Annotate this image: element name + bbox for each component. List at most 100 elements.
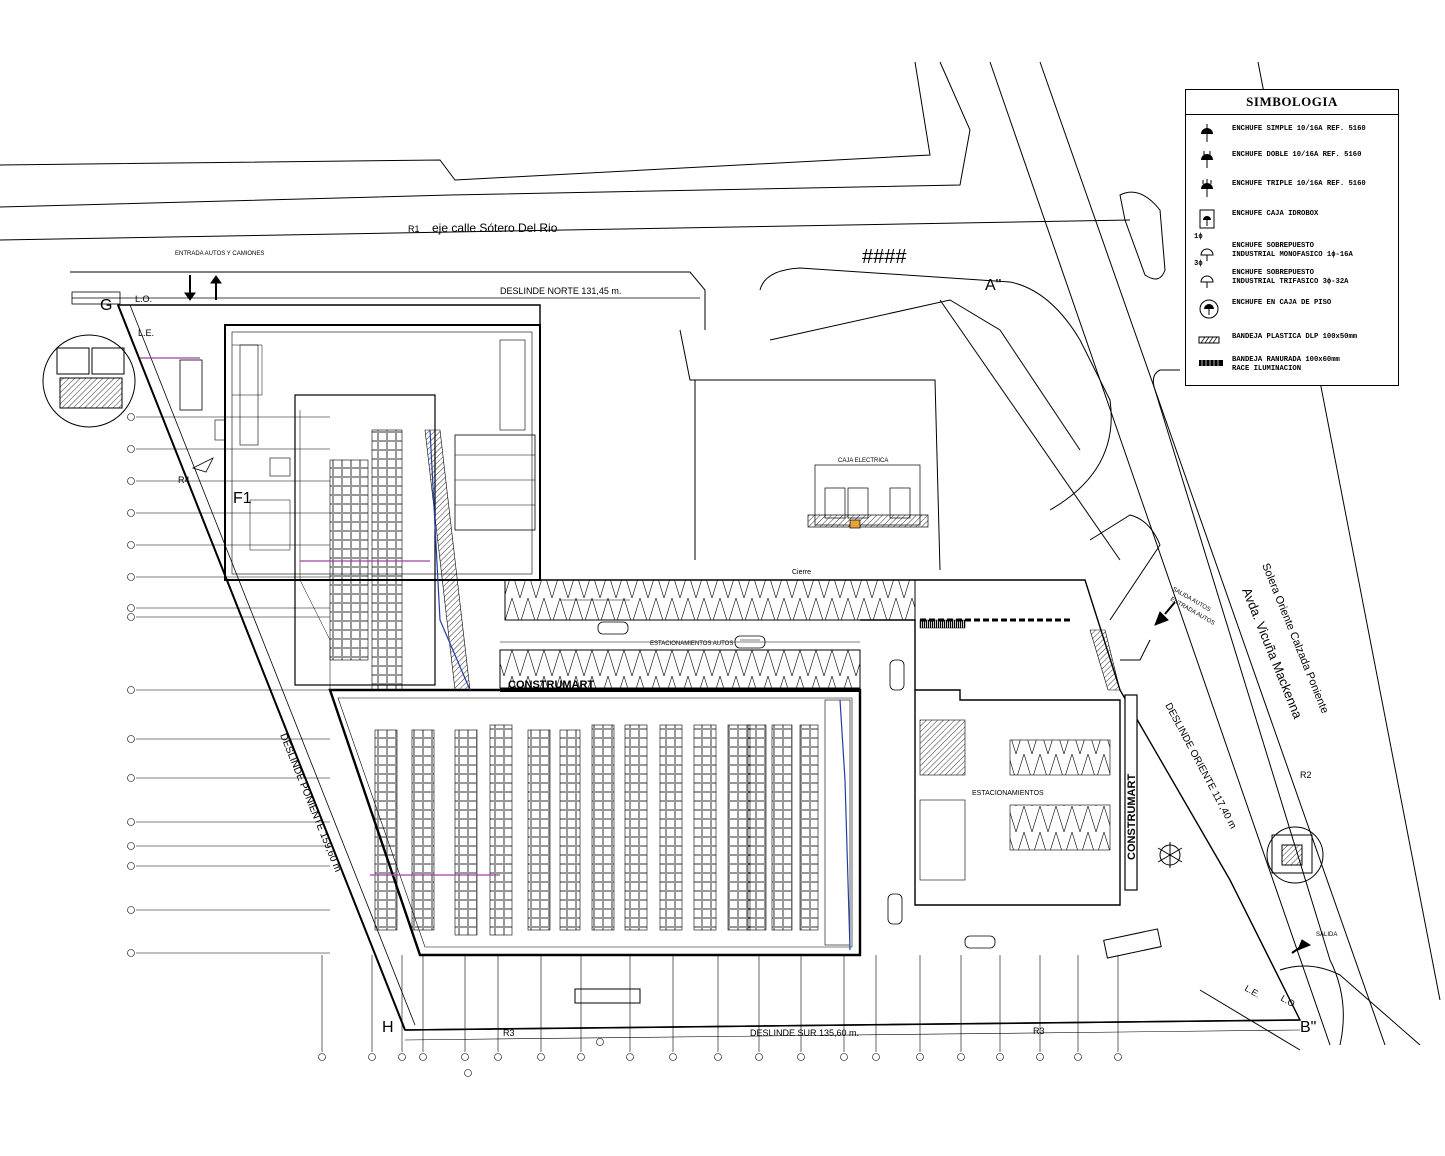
grid-bubble	[419, 1053, 427, 1061]
detail-callouts	[42, 334, 1324, 884]
legend-item: ENCHUFE CAJA IDROBOX	[1192, 207, 1397, 231]
legend-item-line: ENCHUFE DOBLE 10/16A REF. 5160	[1232, 151, 1362, 159]
legend-item: ENCHUFE DOBLE 10/16A REF. 5160	[1192, 148, 1397, 172]
grid-bubble	[916, 1053, 924, 1061]
marker-f1: F1	[233, 490, 252, 507]
grid-bubble	[1036, 1053, 1044, 1061]
north-building	[179, 324, 541, 691]
legend-item-label: ENCHUFE SIMPLE 10/16A REF. 5160	[1232, 125, 1366, 134]
caja-electrica-label: CAJA ELECTRICA	[838, 458, 888, 464]
slotted-tray-icon	[1198, 355, 1223, 375]
north-boundary-label: DESLINDE NORTE 131,45 m.	[500, 286, 621, 296]
grid-bubble	[755, 1053, 763, 1061]
cable-routing	[140, 357, 851, 951]
traffic-arrows	[184, 275, 1312, 954]
grid-axes-west	[127, 413, 330, 957]
grid-bubble	[596, 1038, 604, 1046]
grid-bubble	[127, 477, 135, 485]
exit-se-label: SALIDA	[1316, 932, 1337, 938]
legend-item-line: INDUSTRIAL TRIFASICO 3ϕ-32A	[1232, 278, 1349, 286]
east-boundary-label: DESLINDE ORIENTE 117,40 m	[1162, 701, 1238, 831]
grid-bubble	[127, 445, 135, 453]
marker-le-bottom: L.E.	[1243, 983, 1262, 1000]
grid-bubble	[1074, 1053, 1082, 1061]
grid-bubble	[127, 604, 135, 612]
grid-bubble	[127, 413, 135, 421]
legend-item-line: BANDEJA RANURADA 100x60mm	[1232, 356, 1340, 364]
grid-bubble	[127, 613, 135, 621]
south-boundary-label: DESLINDE SUR 135,60 m.	[750, 1028, 859, 1038]
cierre-label: Cierre	[792, 569, 811, 576]
grid-bubble	[127, 573, 135, 581]
legend-item-label: ENCHUFE EN CAJA DE PISO	[1232, 299, 1331, 308]
grid-bubble	[398, 1053, 406, 1061]
marker-lo-bottom: L.O.	[1279, 993, 1299, 1010]
legend-item: ENCHUFE TRIPLE 10/16A REF. 5160	[1192, 177, 1397, 201]
grid-bubble	[127, 774, 135, 782]
legend-panel: SIMBOLOGIA ENCHUFE SIMPLE 10/16A REF. 51…	[1185, 89, 1399, 386]
legend-item-line: ENCHUFE SIMPLE 10/16A REF. 5160	[1232, 125, 1366, 133]
marker-h: H	[382, 1019, 394, 1036]
grid-bubble	[669, 1053, 677, 1061]
marker-lo-top: L.O.	[135, 294, 152, 304]
phase-tag: 1ϕ	[1194, 233, 1203, 241]
grid-bubble	[461, 1053, 469, 1061]
estacionamientos-label: ESTACIONAMIENTOS	[972, 790, 1044, 797]
legend-title: SIMBOLOGIA	[1246, 94, 1338, 109]
grid-bubble	[537, 1053, 545, 1061]
brand-label-north: CONSTRUMART	[508, 679, 594, 691]
grid-bubble	[127, 541, 135, 549]
west-boundary-label: DESLINDE PONIENTE 159,60 m	[277, 732, 343, 874]
legend-item-label: ENCHUFE CAJA IDROBOX	[1232, 210, 1318, 219]
grid-bubble	[872, 1053, 880, 1061]
grid-bubble	[577, 1053, 585, 1061]
legend-item-line: BANDEJA PLASTICA DLP 100x50mm	[1232, 333, 1358, 341]
grid-bubble	[957, 1053, 965, 1061]
grid-bubble	[494, 1053, 502, 1061]
entrance-label: ENTRADA AUTOS Y CAMIONES	[175, 251, 264, 257]
legend-item-line: ENCHUFE CAJA IDROBOX	[1232, 210, 1319, 218]
marker-g: G	[100, 297, 112, 314]
marker-a: A"	[985, 277, 1001, 294]
triple-outlet-icon	[1198, 179, 1216, 199]
legend-item: BANDEJA PLASTICA DLP 100x50mm	[1192, 330, 1397, 354]
legend-divider	[1186, 114, 1398, 115]
legend-item: ENCHUFE SIMPLE 10/16A REF. 5160	[1192, 122, 1397, 146]
grid-bubble	[127, 906, 135, 914]
grid-bubble	[714, 1053, 722, 1061]
north-street-label: eje calle Sótero Del Rio	[432, 221, 558, 235]
marker-r3-right: R3	[1033, 1026, 1045, 1036]
marker-b: B"	[1300, 1019, 1316, 1036]
legend-item-label: ENCHUFE DOBLE 10/16A REF. 5160	[1232, 151, 1361, 160]
single-outlet-icon	[1198, 124, 1216, 144]
main-store	[328, 579, 1162, 1004]
grid-bubble	[797, 1053, 805, 1061]
legend-item-line: RACE ILUMINACION	[1232, 365, 1302, 373]
grid-bubble	[127, 509, 135, 517]
grid-bubble	[368, 1053, 376, 1061]
grid-bubble	[127, 862, 135, 870]
floor-box-outlet-icon	[1198, 298, 1219, 319]
grid-bubble	[626, 1053, 634, 1061]
caja-electrica-detail	[807, 464, 929, 529]
idrobox-outlet-icon	[1198, 209, 1216, 229]
grid-bubble	[127, 842, 135, 850]
grid-bubble	[127, 949, 135, 957]
plan-text: eje calle Sótero Del Rio DESLINDE NORTE …	[100, 221, 1337, 1038]
legend-item-label: BANDEJA PLASTICA DLP 100x50mm	[1232, 333, 1357, 342]
industrial-mono-outlet-icon	[1198, 241, 1216, 261]
marker-r3-left: R3	[503, 1028, 515, 1038]
grid-bubble	[127, 818, 135, 826]
grid-bubble	[127, 735, 135, 743]
legend-item-label: ENCHUFE TRIPLE 10/16A REF. 5160	[1232, 180, 1366, 189]
double-outlet-icon	[1198, 150, 1216, 170]
grid-bubble	[996, 1053, 1004, 1061]
grid-bubble	[127, 686, 135, 694]
